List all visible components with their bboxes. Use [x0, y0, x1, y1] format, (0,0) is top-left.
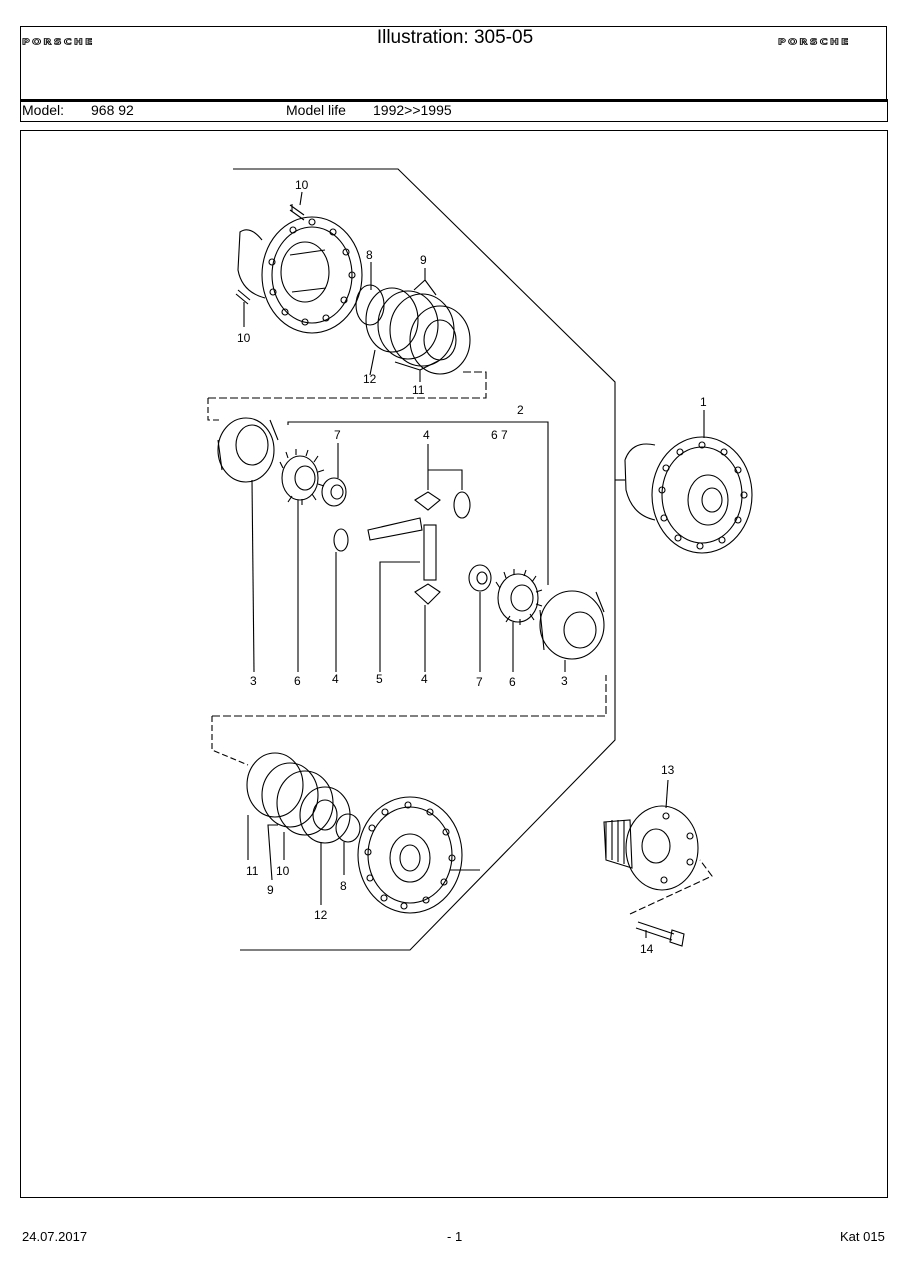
callout-2: 2: [517, 403, 524, 417]
callout-10-bottom-left: 11: [246, 864, 259, 878]
callout-12-bottom: 12: [314, 908, 328, 922]
bolt-11-lower: [235, 289, 251, 305]
callout-10-bottom-right: 10: [276, 864, 290, 878]
callout-6-7: 6 7: [491, 428, 508, 442]
callout-7-left: 7: [334, 428, 341, 442]
diff-housing-cover-upper: [237, 216, 363, 334]
callout-7-right: 7: [476, 675, 483, 689]
callout-1: 1: [700, 395, 707, 409]
model-life-label: Model life: [286, 102, 346, 118]
callout-leaders: [243, 191, 705, 938]
bolt-11-upper: [289, 204, 305, 221]
clutch-disc-pack-lower: [246, 752, 361, 844]
header-box: [20, 26, 887, 100]
flange-bolt: [635, 921, 685, 947]
callout-11-top: 10: [295, 178, 309, 192]
thrust-washer-right: [468, 564, 492, 592]
leader-dashed: [212, 675, 607, 717]
callout-5: 5: [376, 672, 383, 686]
leader-dashed: [211, 716, 249, 766]
diff-housing-cover-lower: [357, 796, 463, 914]
callout-9-bottom: 9: [267, 883, 274, 897]
differential-assembly: [624, 436, 753, 554]
porsche-logo-right: PORSCHE: [778, 37, 851, 47]
callout-3-left: 3: [250, 674, 257, 688]
footer-page-number: - 1: [447, 1229, 463, 1244]
porsche-logo-left: PORSCHE: [22, 37, 95, 47]
model-row: Model: 968 92 Model life 1992>>1995: [20, 102, 888, 122]
side-gear-right: [495, 569, 543, 625]
callout-3-right: 3: [561, 674, 568, 688]
illustration-frame: [20, 130, 888, 1198]
footer-catalog: Kat 015: [840, 1229, 885, 1244]
drive-flange: [603, 805, 699, 891]
model-value: 968 92: [91, 102, 134, 118]
page-title: Illustration: 305-05: [376, 27, 534, 48]
callout-10-top: 11: [412, 383, 425, 397]
callout-14: 14: [640, 942, 654, 956]
callout-11-bottom: 10: [237, 331, 251, 345]
thrust-washer-left: [321, 477, 347, 507]
callout-9-top: 9: [420, 253, 427, 267]
callout-4-top: 4: [423, 428, 430, 442]
leader-dashed: [207, 398, 222, 421]
callout-8-bottom: 8: [340, 879, 347, 893]
callout-4-left: 4: [332, 672, 339, 686]
pinion-gears: [333, 491, 471, 605]
callout-6-left: 6: [294, 674, 301, 688]
callout-6-right: 6: [509, 675, 516, 689]
model-life-value: 1992>>1995: [373, 102, 452, 118]
header-divider: [20, 99, 888, 102]
footer-date: 24.07.2017: [22, 1229, 88, 1244]
model-label: Model:: [22, 102, 65, 118]
callout-12-top: 12: [363, 372, 377, 386]
callout-4-bottom: 4: [421, 672, 428, 686]
leader-line: [287, 421, 549, 585]
side-gear-left: [279, 449, 325, 505]
leader-dashed: [208, 371, 487, 399]
callout-13: 13: [661, 763, 675, 777]
thrust-ring-left: [217, 417, 279, 483]
thrust-ring-right: [539, 590, 605, 660]
callout-8-top: 8: [366, 248, 373, 262]
leader-dashed: [629, 859, 713, 915]
assembly-bracket-line: [233, 168, 616, 951]
pinion-shafts: [367, 517, 437, 581]
